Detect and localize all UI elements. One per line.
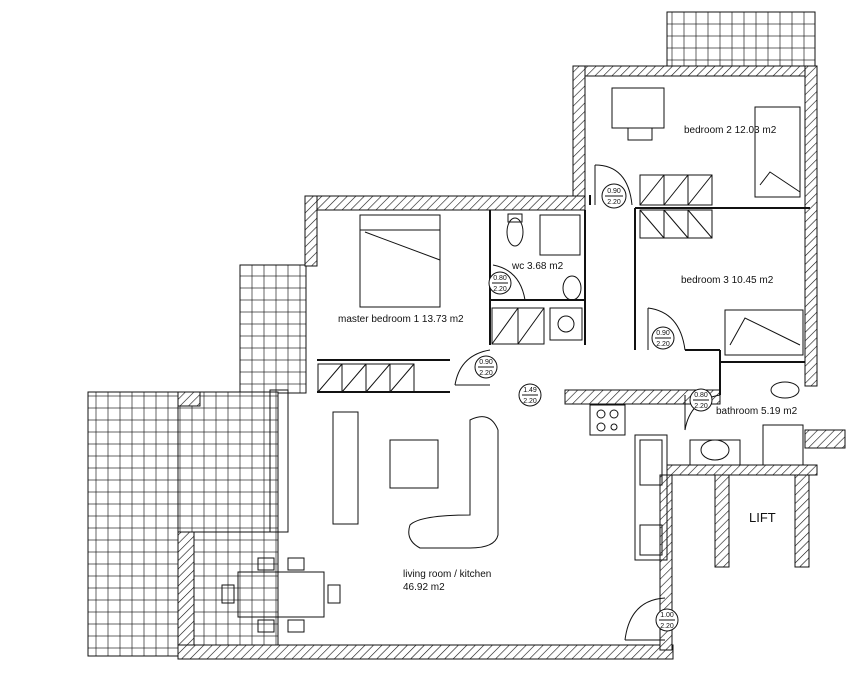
walls (177, 65, 846, 660)
svg-text:2.20: 2.20 (660, 623, 674, 630)
door-tag: 0.90 2.20 (651, 326, 675, 350)
svg-text:2.20: 2.20 (479, 370, 493, 377)
svg-text:2.20: 2.20 (493, 286, 507, 293)
svg-text:0.90: 0.90 (479, 359, 493, 366)
top-balcony (666, 11, 816, 69)
door-tag: 0.90 2.20 (601, 183, 627, 209)
svg-text:2.20: 2.20 (523, 398, 537, 405)
svg-text:2.20: 2.20 (694, 403, 708, 410)
svg-text:0.90: 0.90 (656, 330, 670, 337)
svg-text:1.00: 1.00 (660, 612, 674, 619)
sanitary-fixtures (506, 213, 804, 466)
left-balcony (239, 264, 307, 394)
door-tag: 0.80 2.20 (488, 271, 512, 295)
room-label-bedroom-2: bedroom 2 12.03 m2 (684, 125, 777, 136)
door-tag: 0.90 2.20 (474, 355, 498, 379)
door-swings (454, 164, 721, 641)
svg-text:1.49: 1.49 (523, 387, 537, 394)
room-label-living: living room / kitchen (403, 569, 491, 580)
door-tag: 0.80 2.20 (689, 388, 713, 412)
svg-text:0.80: 0.80 (493, 275, 507, 282)
room-label-bedroom-3: bedroom 3 10.45 m2 (681, 275, 774, 286)
svg-text:0.90: 0.90 (607, 188, 621, 195)
door-tag: 1.49 2.20 (518, 383, 542, 407)
svg-text:2.20: 2.20 (607, 199, 621, 206)
room-label-master-bedroom: master bedroom 1 13.73 m2 (338, 314, 464, 325)
room-area-living: 46.92 m2 (403, 582, 445, 593)
beds (359, 87, 804, 356)
door-tag: 1.00 2.20 (655, 608, 679, 632)
room-label-bathroom: bathroom 5.19 m2 (716, 406, 798, 417)
kitchen (589, 404, 668, 561)
partitions (317, 195, 810, 395)
lift-label: LIFT (749, 510, 776, 525)
wardrobes (317, 174, 713, 393)
room-label-wc: wc 3.68 m2 (511, 261, 564, 272)
living-furniture (221, 411, 499, 633)
svg-text:2.20: 2.20 (656, 341, 670, 348)
svg-text:0.80: 0.80 (694, 392, 708, 399)
